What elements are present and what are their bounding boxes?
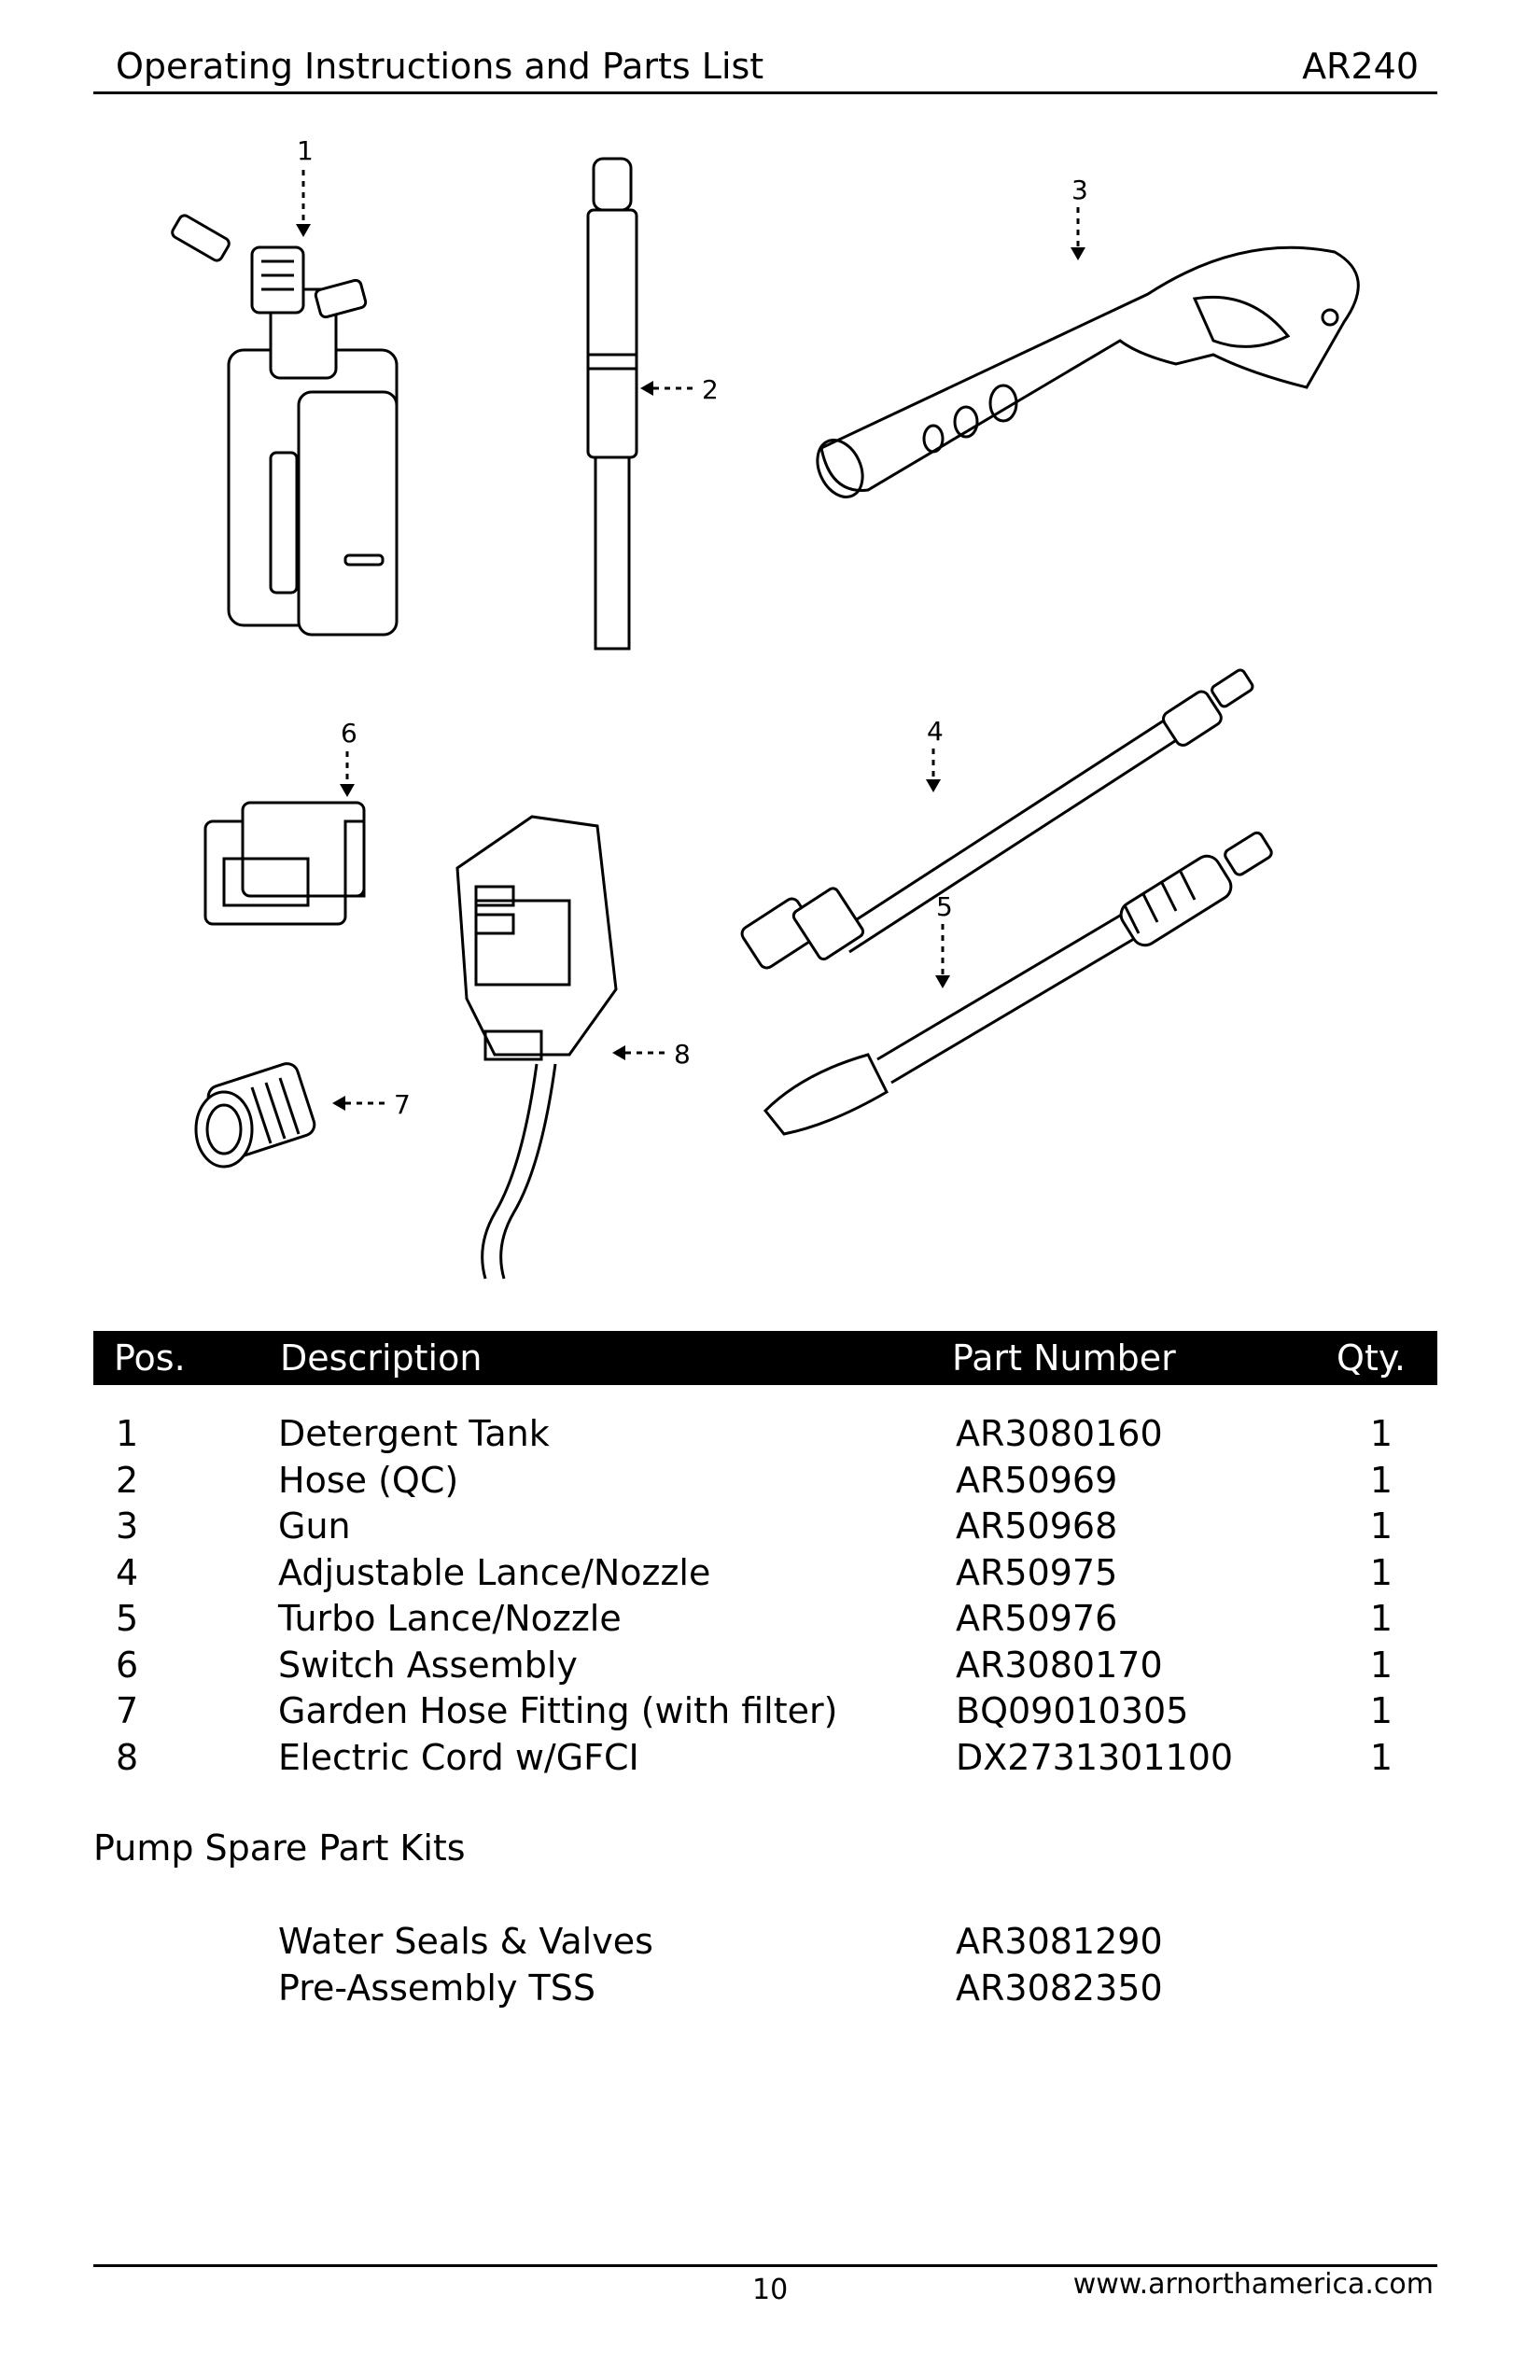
- row-part-number: BQ09010305: [956, 1690, 1189, 1731]
- table-row: 4 Adjustable Lance/Nozzle AR50975 1: [93, 1550, 1437, 1597]
- table-row: 1 Detergent Tank AR3080160 1: [93, 1411, 1437, 1458]
- table-row: 7 Garden Hose Fitting (with filter) BQ09…: [93, 1688, 1437, 1735]
- row-description: Gun: [278, 1505, 351, 1547]
- table-row: 5 Turbo Lance/Nozzle AR50976 1: [93, 1596, 1437, 1643]
- header-description: Description: [280, 1337, 483, 1379]
- row-part-number: AR3080160: [956, 1413, 1163, 1454]
- row-qty: 1: [1369, 1413, 1393, 1454]
- row-qty: 1: [1369, 1690, 1393, 1731]
- pump-kits-heading: Pump Spare Part Kits: [93, 1827, 466, 1869]
- table-row: 6 Switch Assembly AR3080170 1: [93, 1643, 1437, 1689]
- header-qty: Qty.: [1337, 1337, 1406, 1379]
- callout-2: 2: [702, 374, 719, 405]
- callout-1: 1: [297, 135, 314, 166]
- row-pos: 2: [116, 1459, 139, 1501]
- row-description: Garden Hose Fitting (with filter): [278, 1690, 838, 1731]
- turbo-lance-drawing: [763, 831, 1273, 1136]
- row-description: Electric Cord w/GFCI: [278, 1736, 639, 1778]
- row-qty: 1: [1369, 1551, 1393, 1593]
- callout-7: 7: [394, 1089, 411, 1120]
- row-description: Detergent Tank: [278, 1413, 550, 1454]
- kit-part-number: AR3082350: [956, 1967, 1163, 2009]
- callout-8: 8: [674, 1039, 691, 1070]
- row-qty: 1: [1369, 1736, 1393, 1778]
- pump-kits-list: Water Seals & Valves AR3081290 Pre-Assem…: [93, 1919, 1437, 2011]
- document-title: Operating Instructions and Parts List: [116, 46, 764, 87]
- hose-drawing: [586, 157, 638, 651]
- row-pos: 1: [116, 1413, 139, 1454]
- row-description: Hose (QC): [278, 1459, 459, 1501]
- website-url: www.arnorthamerica.com: [1072, 2268, 1434, 2301]
- table-row: 3 Gun AR50968 1: [93, 1504, 1437, 1550]
- callout-3: 3: [1071, 175, 1088, 205]
- page-number: 10: [752, 2274, 789, 2306]
- row-description: Switch Assembly: [278, 1644, 578, 1686]
- header-part-number: Part Number: [952, 1337, 1176, 1379]
- row-part-number: AR50969: [956, 1459, 1118, 1501]
- list-item: Water Seals & Valves AR3081290: [93, 1919, 1437, 1966]
- table-row: 8 Electric Cord w/GFCI DX2731301100 1: [93, 1735, 1437, 1782]
- row-part-number: AR50976: [956, 1598, 1118, 1639]
- row-part-number: AR50975: [956, 1551, 1118, 1593]
- parts-illustration: 1 2 3 4 5 6 7 8: [93, 121, 1437, 1288]
- gfci-cord-drawing: [455, 815, 618, 1280]
- row-part-number: DX2731301100: [956, 1736, 1234, 1778]
- gun-drawing: [816, 245, 1360, 498]
- row-pos: 3: [116, 1505, 139, 1547]
- kit-description: Water Seals & Valves: [278, 1921, 653, 1962]
- row-pos: 5: [116, 1598, 139, 1639]
- table-row: 2 Hose (QC) AR50969 1: [93, 1458, 1437, 1505]
- row-pos: 7: [116, 1690, 139, 1731]
- callout-4: 4: [927, 716, 944, 747]
- list-item: Pre-Assembly TSS AR3082350: [93, 1966, 1437, 2012]
- row-qty: 1: [1369, 1459, 1393, 1501]
- kit-part-number: AR3081290: [956, 1921, 1163, 1962]
- row-part-number: AR3080170: [956, 1644, 1163, 1686]
- row-description: Turbo Lance/Nozzle: [278, 1598, 622, 1639]
- exploded-parts-drawing: [171, 157, 1360, 1280]
- row-qty: 1: [1369, 1505, 1393, 1547]
- model-number: AR240: [1302, 46, 1419, 87]
- kit-description: Pre-Assembly TSS: [278, 1967, 595, 2009]
- adjustable-lance-drawing: [740, 668, 1254, 970]
- callout-5: 5: [936, 891, 953, 922]
- parts-table-header: Pos. Description Part Number Qty.: [93, 1331, 1437, 1385]
- callout-6: 6: [341, 718, 357, 749]
- garden-hose-fitting-drawing: [194, 1062, 316, 1169]
- callout-leaders: [301, 170, 1080, 1105]
- detergent-tank-drawing: [171, 214, 399, 637]
- parts-table-body: 1 Detergent Tank AR3080160 1 2 Hose (QC)…: [93, 1411, 1437, 1781]
- switch-assembly-drawing: [203, 801, 366, 926]
- row-qty: 1: [1369, 1598, 1393, 1639]
- row-part-number: AR50968: [956, 1505, 1118, 1547]
- header-pos: Pos.: [114, 1337, 186, 1379]
- row-pos: 8: [116, 1736, 139, 1778]
- row-pos: 4: [116, 1551, 139, 1593]
- footer-divider: [93, 2264, 1437, 2267]
- row-description: Adjustable Lance/Nozzle: [278, 1551, 711, 1593]
- row-qty: 1: [1369, 1644, 1393, 1686]
- page-header: Operating Instructions and Parts List AR…: [93, 41, 1437, 94]
- row-pos: 6: [116, 1644, 139, 1686]
- callout-arrowheads: [296, 224, 1085, 1111]
